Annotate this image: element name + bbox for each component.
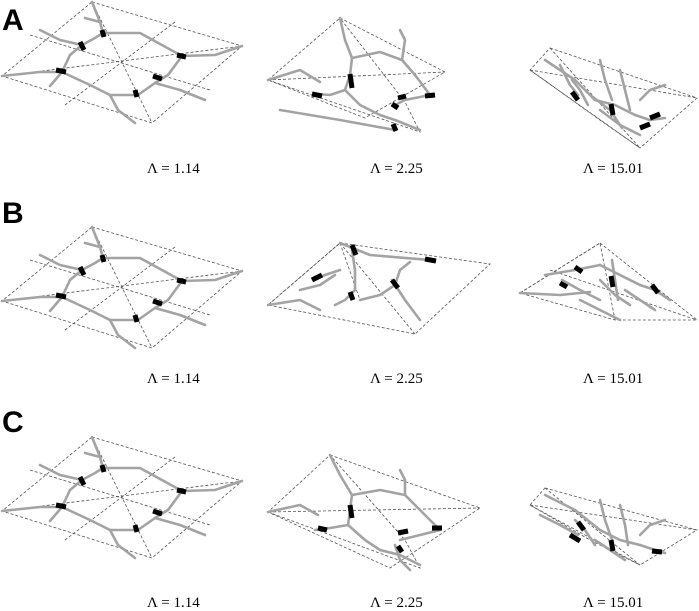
diagram-panel [2,2,242,123]
lambda-label: Λ = 2.25 [370,161,423,177]
lambda-label: Λ = 15.01 [583,161,643,177]
lambda-label: Λ = 2.25 [370,595,423,611]
diagram-panel [2,227,242,348]
lambda-label: Λ = 15.01 [583,595,643,611]
diagram-panel [518,242,699,322]
lambda-label: Λ = 2.25 [370,371,423,387]
diagram-panel [529,487,698,566]
diagram-panel [529,47,698,149]
row-b: B [2,197,699,387]
row-c: C [2,406,698,611]
row-label: C [2,406,24,439]
diagram-panel [266,453,481,572]
row-a: A [2,2,698,177]
row-label: A [2,4,24,37]
lambda-label: Λ = 1.14 [147,371,200,387]
diagram-panel [266,241,491,335]
lambda-label: Λ = 15.01 [583,371,643,387]
diagram-panel [2,437,242,558]
row-label: B [2,197,24,230]
lambda-label: Λ = 1.14 [147,595,200,611]
diagram-panel [266,16,446,133]
lambda-label: Λ = 1.14 [147,161,200,177]
